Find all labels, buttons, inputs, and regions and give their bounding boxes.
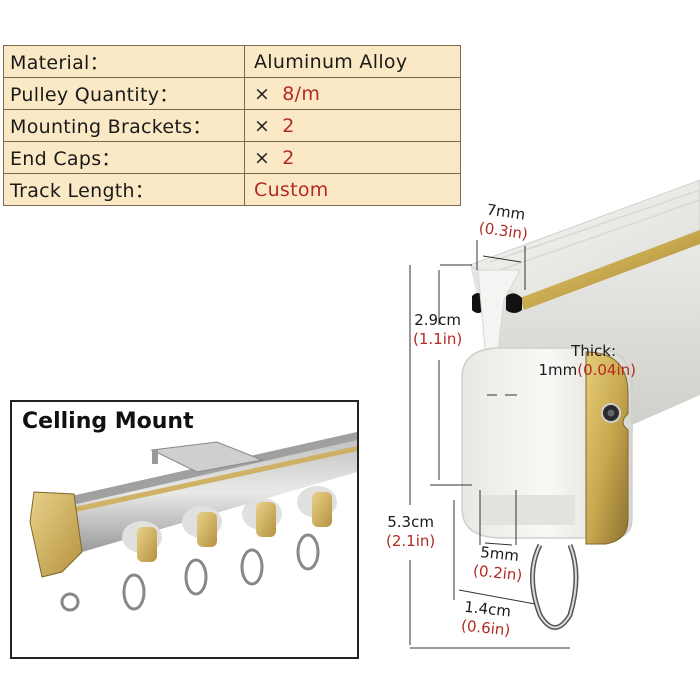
- gold-side-plate: [585, 351, 629, 545]
- spec-value-text: Aluminum Alloy: [254, 50, 408, 73]
- dimension-total-height: 5.3cm (2.1in): [386, 513, 436, 550]
- pulley-2: [182, 506, 222, 596]
- dimension-top-width: 7mm (0.3in): [477, 200, 529, 244]
- rubber-seal-right: [506, 293, 522, 313]
- times-icon: ×: [254, 82, 271, 105]
- spec-value: Custom: [244, 173, 461, 206]
- ceiling-mount-illustration: [29, 432, 357, 612]
- end-cap: [29, 491, 83, 578]
- spec-row-end-caps: End Caps： × 2: [3, 141, 461, 174]
- spec-value-text: Custom: [254, 178, 329, 201]
- dimension-thickness: Thick: 1mm(0.04in): [538, 342, 636, 379]
- spec-label: End Caps：: [3, 141, 245, 174]
- spec-value: ×2: [244, 109, 461, 142]
- spec-row-track-length: Track Length： Custom: [3, 173, 461, 206]
- spec-value-text: 2: [282, 146, 295, 169]
- mounting-bracket: [150, 441, 264, 473]
- pulley-3: [240, 498, 282, 586]
- pulley-1: [122, 521, 162, 611]
- pulley-4: [296, 486, 337, 571]
- inset-title: Celling Mount: [22, 409, 194, 434]
- times-icon: ×: [254, 146, 271, 169]
- spec-value: Aluminum Alloy: [244, 45, 461, 78]
- spec-row-material: Material： Aluminum Alloy: [3, 45, 461, 78]
- ceiling-mount-inset: Celling Mount: [10, 400, 359, 659]
- times-icon: ×: [254, 114, 271, 137]
- dimension-slot-width: 5mm (0.2in): [472, 543, 524, 585]
- spec-label: Pulley Quantity：: [3, 77, 245, 110]
- gold-strip: [520, 230, 700, 310]
- dimension-track-height: 2.9cm (1.1in): [413, 311, 463, 348]
- spec-value-text: 2: [282, 114, 295, 137]
- spec-label: Material：: [3, 45, 245, 78]
- spec-value-text: 8/m: [282, 82, 321, 105]
- spec-label: Mounting Brackets：: [3, 109, 245, 142]
- spec-table: Material： Aluminum Alloy Pulley Quantity…: [3, 45, 461, 206]
- spec-row-mounting-brackets: Mounting Brackets： ×2: [3, 109, 461, 142]
- end-hook-ring: [60, 592, 80, 612]
- dimension-pulley-width: 1.4cm (0.6in): [460, 597, 512, 640]
- spec-label: Track Length：: [3, 173, 245, 206]
